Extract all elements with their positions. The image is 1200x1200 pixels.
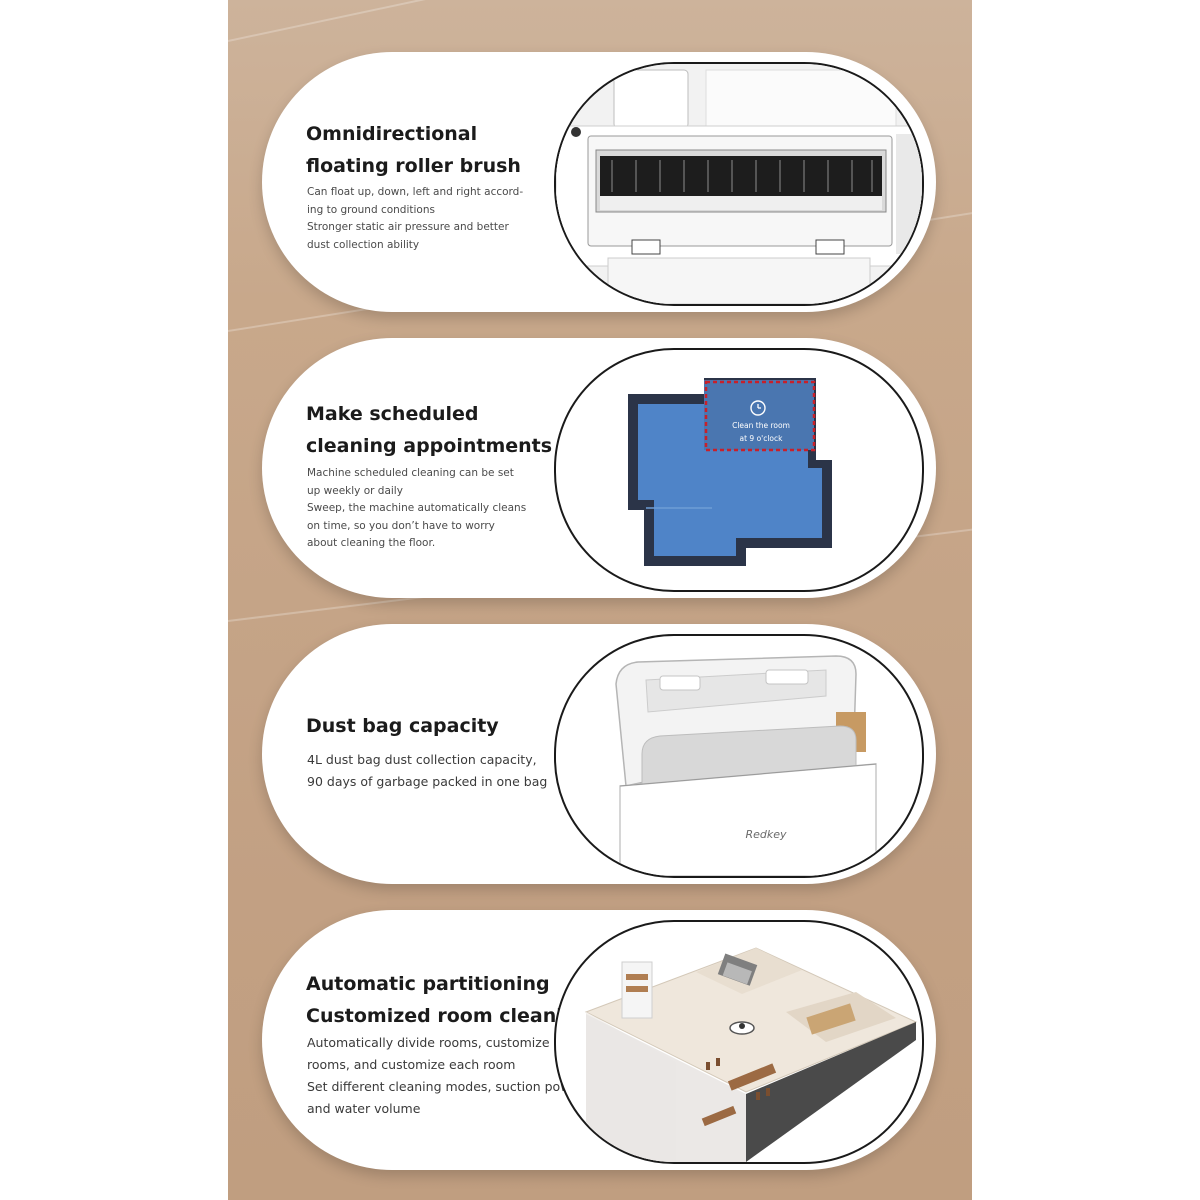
feature-title-line: Make scheduled [306, 403, 479, 425]
feature-desc-line: Can float up, down, left and right accor… [307, 186, 524, 198]
feature-desc-line: Stronger static air pressure and better [307, 221, 509, 233]
feature-description: 4L dust bag dust collection capacity, 90… [307, 749, 547, 793]
feature-desc-line: 90 days of garbage packed in one bag [307, 774, 548, 789]
home-floorplan-image [554, 920, 924, 1164]
feature-description: Automatically divide rooms, customize ro… [307, 1032, 583, 1120]
feature-desc-line: and water volume [307, 1101, 421, 1116]
feature-desc-line: 4L dust bag dust collection capacity, [307, 752, 537, 767]
feature-desc-line: Set different cleaning modes, suction po… [307, 1079, 584, 1094]
feature-description: Machine scheduled cleaning can be set up… [307, 465, 526, 553]
feature-desc-line: up weekly or daily [307, 484, 403, 497]
feature-desc-line: about cleaning the floor. [307, 537, 436, 549]
feature-title: Make scheduled cleaning appointments [306, 398, 552, 462]
feature-title-line: Omnidirectional [306, 123, 478, 145]
brand-logo: Redkey [745, 828, 787, 841]
dust-station-image: Redkey [554, 634, 924, 878]
feature-title-line: Customized room cleaning [306, 1005, 590, 1027]
feature-title: Automatic partitioning Customized room c… [306, 968, 590, 1032]
map-schedule-label: Clean the room [732, 421, 790, 430]
feature-description: Can float up, down, left and right accor… [307, 184, 523, 254]
feature-card-scheduled-cleaning: Make scheduled cleaning appointments Mac… [262, 338, 936, 598]
room-map-graphic: Clean the room at 9 o'clock [628, 378, 832, 566]
feature-desc-line: rooms, and customize each room [307, 1057, 516, 1072]
feature-card-partitioning: Automatic partitioning Customized room c… [262, 910, 936, 1170]
feature-card-roller-brush: Omnidirectional floating roller brush Ca… [262, 52, 936, 312]
feature-title: Omnidirectional floating roller brush [306, 118, 521, 182]
map-schedule-label: at 9 o'clock [740, 434, 784, 443]
feature-desc-line: on time, so you don’t have to worry [307, 519, 495, 532]
feature-desc-line: Sweep, the machine automatically cleans [307, 502, 527, 514]
feature-desc-line: ing to ground conditions [307, 203, 435, 216]
roller-brush-image [554, 62, 924, 306]
feature-title-line: cleaning appointments [306, 435, 553, 457]
feature-desc-line: dust collection ability [307, 238, 420, 251]
feature-title-line: Automatic partitioning [306, 973, 550, 995]
feature-title-line: floating roller brush [306, 155, 521, 177]
feature-card-dust-bag: Dust bag capacity 4L dust bag dust colle… [262, 624, 936, 884]
feature-desc-line: Automatically divide rooms, customize [307, 1035, 550, 1050]
feature-title-line: Dust bag capacity [306, 715, 499, 737]
room-map-image: Clean the room at 9 o'clock [554, 348, 924, 592]
feature-title: Dust bag capacity [306, 710, 499, 742]
feature-desc-line: Machine scheduled cleaning can be set [307, 467, 514, 479]
floor-plank-line [228, 0, 972, 42]
